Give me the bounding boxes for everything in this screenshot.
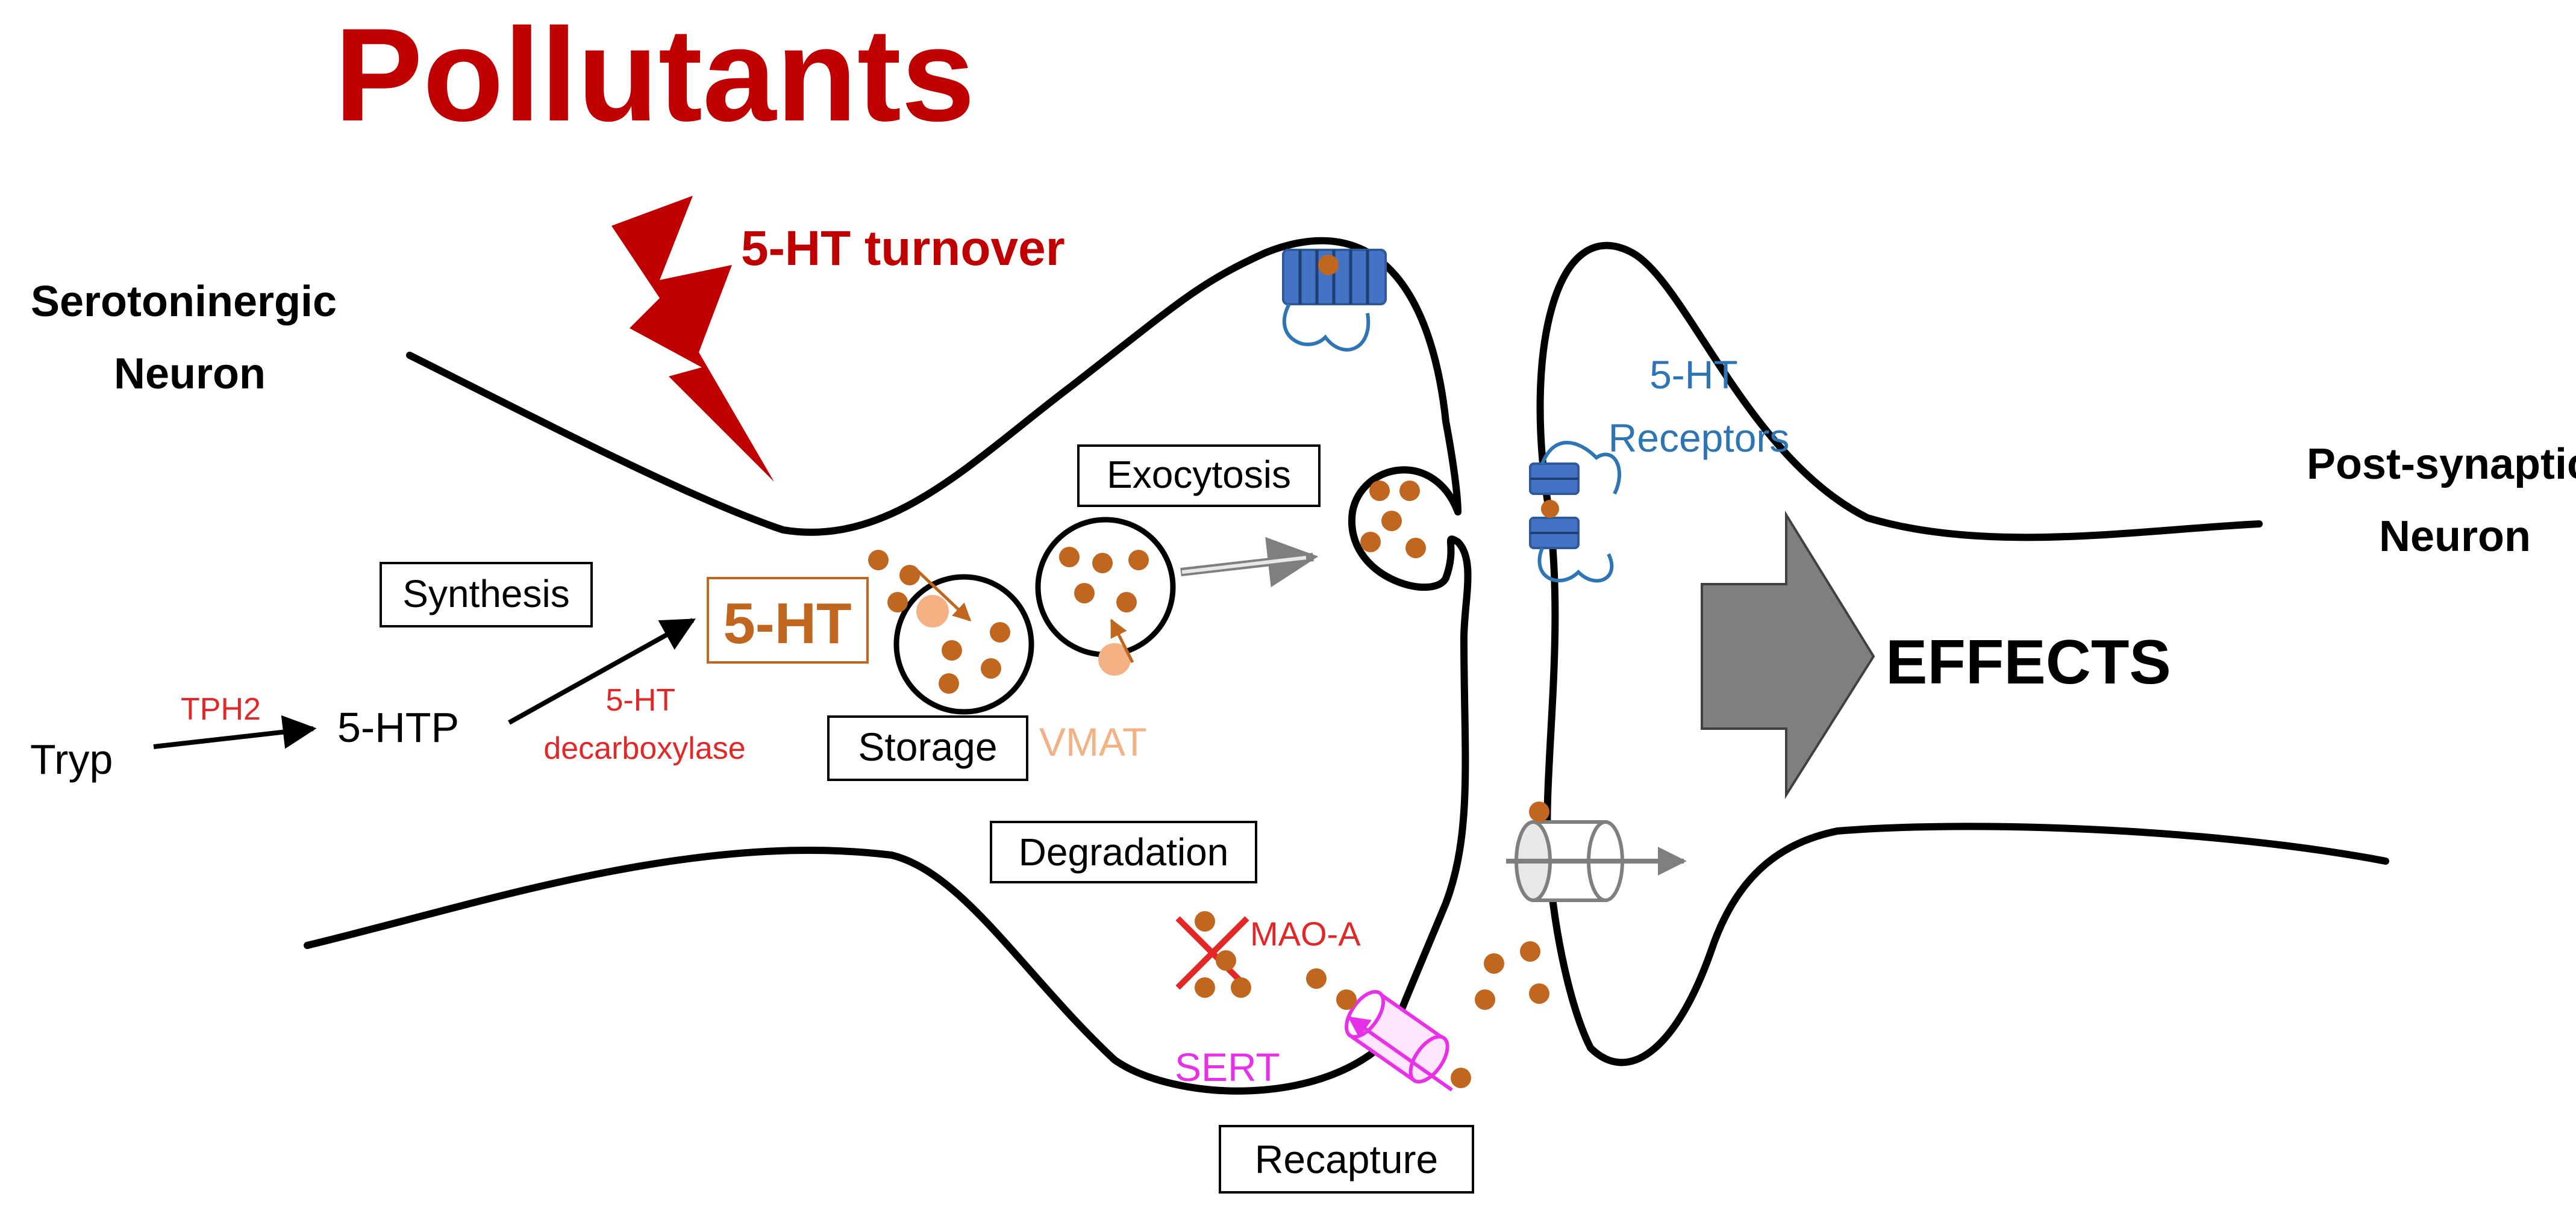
serotonin-molecule-dot (1195, 977, 1215, 998)
vmat-transporter-1 (916, 595, 949, 627)
serotonin-molecule-dot (1336, 989, 1357, 1010)
presynaptic-membrane-top (406, 237, 1462, 536)
exocytosis-arrow-core (1181, 556, 1307, 574)
5htp-label: 5-HTP (337, 704, 459, 751)
decarboxylase-label-line1: 5-HT (605, 683, 675, 718)
serotonin-molecule-dot (1451, 1068, 1471, 1088)
serotonin-molecule-dot (1216, 950, 1236, 971)
mao-a-label: MAO-A (1250, 915, 1361, 953)
serotonin-molecule-dot (887, 592, 908, 612)
storage-box: Storage (827, 715, 1028, 781)
receptors-label: 5-HT Receptors (1608, 352, 1790, 460)
postsynaptic-transporter-icon (1506, 802, 1687, 902)
serotonin-molecule-dot (1059, 547, 1080, 567)
exocytosis-pocket (304, 466, 1472, 1095)
recapture-label: Recapture (1255, 1137, 1439, 1181)
presynaptic-neuron-label: Serotoninergic Neuron (31, 278, 349, 398)
synthesis-box: Synthesis (380, 562, 593, 627)
serotonin-molecule-dot (942, 640, 962, 661)
storage-vesicle-2 (1035, 517, 1176, 658)
synthesis-label: Synthesis (402, 572, 569, 615)
postsynaptic-neuron-label: Post-synaptic Neuron (2307, 440, 2576, 561)
serotonin-molecule-dot (1475, 989, 1495, 1010)
sert-arrow (1348, 1016, 1453, 1092)
serotonin-molecule-dot (1128, 550, 1149, 570)
serotonin-molecule-dot (1405, 538, 1426, 558)
serotonin-box (707, 577, 869, 664)
5htp-to-5ht-arrow (508, 618, 696, 725)
tph2-label: TPH2 (181, 692, 261, 727)
serotonin-molecule-dot (899, 565, 920, 585)
postsynaptic-5ht-receptor-icon (1529, 441, 1621, 583)
postsynaptic-neuron-label-line2: Neuron (2379, 512, 2531, 561)
serotonin-molecules (868, 481, 1549, 1088)
serotonin-molecule-dot (1092, 553, 1113, 573)
sert-transporter-icon (1345, 989, 1449, 1084)
serotonin-molecule-dot (1360, 532, 1381, 552)
serotonin-label: 5-HT (723, 591, 851, 656)
mao-a-inhibited-icon (1175, 916, 1249, 990)
vmat-label: VMAT (1039, 720, 1146, 764)
sert-label: SERT (1175, 1045, 1280, 1089)
serotonin-molecule-dot (1520, 941, 1540, 962)
decarboxylase-label: 5-HT decarboxylase (543, 683, 745, 766)
serotonin-molecule-dot (1074, 583, 1095, 603)
autoreceptor-icon (1282, 249, 1387, 352)
degradation-box: Degradation (990, 821, 1257, 883)
serotonin-molecule-dot (1529, 983, 1549, 1004)
decarboxylase-label-line2: decarboxylase (543, 731, 745, 766)
postsynaptic-neuron-label-line1: Post-synaptic (2307, 440, 2576, 488)
tryp-label: Tryp (30, 736, 113, 783)
degradation-label: Degradation (1019, 830, 1229, 874)
vmat-2-arrow (1110, 618, 1134, 664)
postsynaptic-membrane (1536, 241, 2389, 1066)
serotonin-molecule-dot (1381, 511, 1402, 531)
serotonin-molecule-dot (1195, 911, 1215, 932)
effects-arrow-icon (1701, 510, 1875, 799)
receptors-label-line2: Receptors (1608, 416, 1790, 460)
presynaptic-neuron-label-line2: Neuron (114, 350, 266, 398)
serotonin-molecule-dot (1116, 592, 1137, 612)
title: Pollutants (334, 1, 975, 149)
tryp-to-5htp-arrow (153, 715, 317, 749)
serotonin-molecule-dot (1399, 481, 1420, 501)
storage-vesicle-1 (893, 574, 1034, 715)
serotonin-molecule-dot (1369, 481, 1390, 501)
vmat-1-arrow (914, 568, 972, 622)
exocytosis-label: Exocytosis (1107, 453, 1291, 496)
serotonin-molecule-dot (981, 658, 1001, 679)
serotonin-molecule-dot (1306, 968, 1327, 989)
lightning-bolt-icon (611, 196, 774, 482)
serotonin-molecule-dot (1484, 953, 1504, 974)
serotonin-molecule-dot (990, 622, 1010, 643)
serotonin-molecule-dot (939, 673, 959, 694)
vmat-transporter-2 (1098, 643, 1131, 676)
exocytosis-box: Exocytosis (1077, 444, 1321, 507)
serotonin-molecule-dot (868, 550, 889, 570)
serotonin-molecule-dot (1231, 977, 1251, 998)
storage-label: Storage (858, 724, 997, 769)
effects-label: EFFECTS (1886, 627, 2171, 697)
presynaptic-neuron-label-line1: Serotoninergic (31, 278, 337, 326)
receptors-label-line1: 5-HT (1649, 352, 1737, 397)
pollutant-effect-label: 5-HT turnover (741, 221, 1065, 276)
recapture-box: Recapture (1219, 1125, 1474, 1194)
